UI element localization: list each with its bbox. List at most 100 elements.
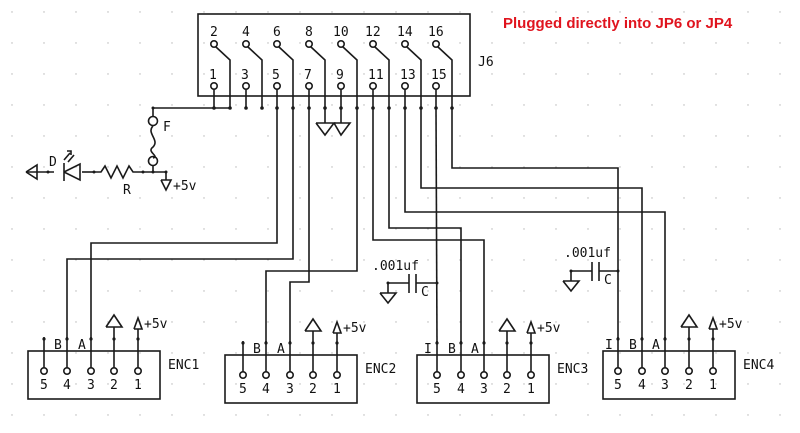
signal-label: A bbox=[277, 342, 285, 357]
capacitor-label: C bbox=[421, 285, 429, 300]
header-pin bbox=[431, 39, 440, 48]
encoder-pin-label: 1 bbox=[527, 382, 535, 397]
signal-label: A bbox=[652, 338, 660, 353]
encoder-name: ENC3 bbox=[557, 362, 588, 377]
encoder-pin-label: 3 bbox=[661, 378, 669, 393]
header-pin-label: 7 bbox=[304, 68, 312, 83]
header-pin-label: 9 bbox=[336, 68, 344, 83]
encoder-pin bbox=[684, 366, 693, 375]
header-pin bbox=[400, 39, 409, 48]
supply-label: +5v bbox=[343, 321, 367, 336]
supply-label: +5v bbox=[537, 321, 561, 336]
encoder-body bbox=[27, 350, 161, 400]
header-pin-label: 6 bbox=[273, 25, 281, 40]
signal-wire bbox=[66, 108, 294, 339]
header-pin-label: 12 bbox=[365, 25, 381, 40]
supply-label: +5v bbox=[144, 317, 168, 332]
encoder-pin bbox=[660, 366, 669, 375]
encoder-pin-label: 2 bbox=[309, 382, 317, 397]
header-pin bbox=[400, 82, 409, 91]
encoder-body bbox=[602, 350, 736, 400]
encoder-pin-label: 5 bbox=[433, 382, 441, 397]
encoder-pin bbox=[239, 370, 248, 379]
capacitor-value: .001uf bbox=[372, 259, 419, 274]
capacitor-label: C bbox=[604, 273, 612, 288]
signal-wire bbox=[265, 108, 358, 343]
header-pin-label: 11 bbox=[368, 68, 384, 83]
encoder-pin-label: 4 bbox=[457, 382, 465, 397]
resistor-label: R bbox=[123, 183, 131, 198]
encoder-pin-label: 2 bbox=[685, 378, 693, 393]
ground-icon bbox=[680, 313, 699, 328]
supply-label: +5v bbox=[719, 317, 743, 332]
encoder-pin bbox=[637, 366, 646, 375]
header-designator: J6 bbox=[478, 55, 494, 70]
encoder-body bbox=[224, 354, 358, 404]
encoder-pin bbox=[134, 366, 143, 375]
encoder-pin bbox=[526, 370, 535, 379]
header-pin-label: 15 bbox=[431, 68, 447, 83]
header-pin-label: 4 bbox=[242, 25, 250, 40]
grid-dots bbox=[11, 11, 781, 416]
encoder-pin-label: 4 bbox=[63, 378, 71, 393]
header-pin-label: 5 bbox=[272, 68, 280, 83]
encoder-pin-label: 3 bbox=[87, 378, 95, 393]
header-pin-label: 10 bbox=[333, 25, 349, 40]
encoder-pin bbox=[308, 370, 317, 379]
ground-icon bbox=[498, 317, 517, 332]
capacitor-enc3: .001uf C bbox=[372, 259, 439, 305]
signal-wire bbox=[388, 108, 462, 343]
header-pin bbox=[336, 82, 345, 91]
header-pin bbox=[242, 82, 251, 91]
encoder-name: ENC4 bbox=[743, 358, 774, 373]
header-pin bbox=[210, 82, 219, 91]
encoder-pin bbox=[261, 370, 270, 379]
fuse-label: F bbox=[163, 120, 171, 135]
header-pin bbox=[336, 39, 345, 48]
signal-label: A bbox=[471, 342, 479, 357]
fuse-terminal-bottom bbox=[147, 155, 159, 167]
encoder-pin bbox=[39, 366, 48, 375]
signal-label: B bbox=[54, 338, 62, 353]
encoder-pin-label: 4 bbox=[262, 382, 270, 397]
encoder-body bbox=[416, 354, 550, 404]
encoder-pin bbox=[62, 366, 71, 375]
signal-wire bbox=[435, 107, 438, 344]
header-pin-label: 2 bbox=[210, 25, 218, 40]
header-pin bbox=[272, 82, 281, 91]
header-pin-label: 16 bbox=[428, 25, 444, 40]
encoder-pin-label: 5 bbox=[614, 378, 622, 393]
header-pin bbox=[368, 39, 377, 48]
capacitor-value: .001uf bbox=[564, 246, 611, 261]
encoder-pin-label: 1 bbox=[709, 378, 717, 393]
fuse-terminal-top bbox=[147, 115, 159, 127]
encoder-pin-label: 1 bbox=[333, 382, 341, 397]
header-pin bbox=[304, 39, 313, 48]
signal-label: B bbox=[629, 338, 637, 353]
header-pin bbox=[272, 39, 281, 48]
signal-label: A bbox=[78, 338, 86, 353]
encoder-pin-label: 1 bbox=[134, 378, 142, 393]
encoder-name: ENC1 bbox=[168, 358, 199, 373]
header-pin-label: 1 bbox=[209, 68, 217, 83]
header-pin-label: 3 bbox=[241, 68, 249, 83]
supply-arrow-icon bbox=[708, 315, 719, 330]
encoder-pin bbox=[432, 370, 441, 379]
signal-label: I bbox=[424, 342, 432, 357]
ground-icon bbox=[562, 280, 581, 293]
signal-wire bbox=[90, 108, 278, 339]
signal-wire bbox=[420, 108, 643, 339]
encoder-pin bbox=[708, 366, 717, 375]
encoder-pin bbox=[110, 366, 119, 375]
encoder-pin-label: 2 bbox=[110, 378, 118, 393]
supply-arrow-icon bbox=[526, 319, 537, 334]
annotation-note: Plugged directly into JP6 or JP4 bbox=[503, 15, 733, 32]
encoder-pin bbox=[87, 366, 96, 375]
encoder-pin-label: 4 bbox=[638, 378, 646, 393]
